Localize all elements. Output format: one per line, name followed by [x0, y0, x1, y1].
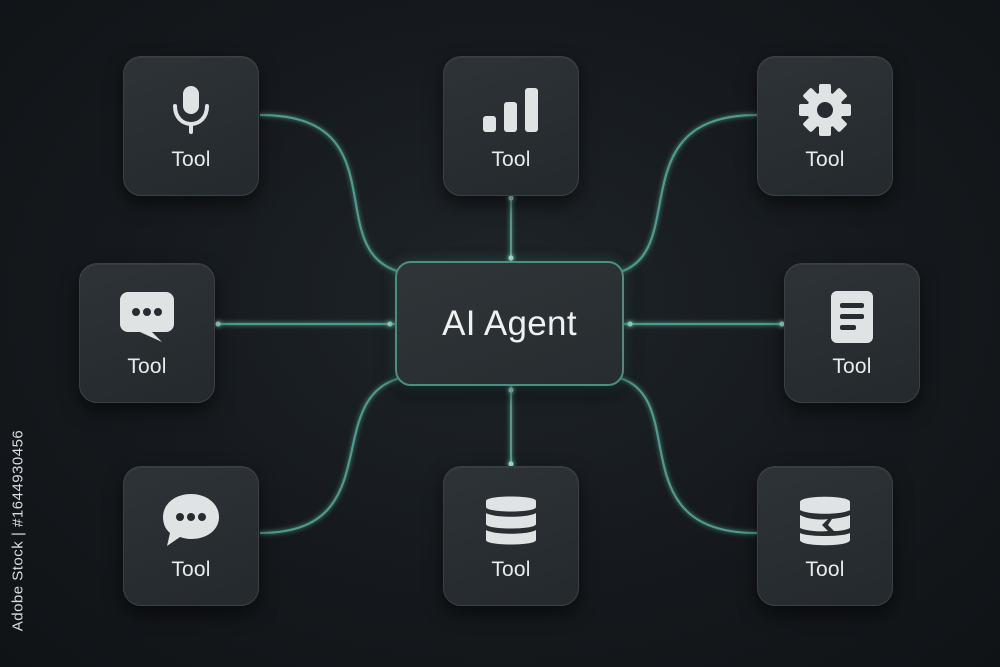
gear-icon [795, 82, 855, 138]
database-icon [795, 492, 855, 548]
connector-bottom-right [619, 376, 758, 535]
tool-label: Tool [171, 148, 211, 171]
tool-label: Tool [491, 148, 531, 171]
connector-dot [387, 321, 393, 327]
tool-label: Tool [491, 558, 531, 581]
connector-dot [215, 321, 221, 327]
microphone-icon [161, 82, 221, 138]
connector-dot [508, 461, 514, 467]
connector-dot [508, 387, 514, 393]
tool-label: Tool [805, 148, 845, 171]
tool-card[interactable]: Tool [443, 56, 579, 196]
stock-watermark: Adobe Stock | #1644930456 [4, 415, 32, 645]
tool-card[interactable]: Tool [784, 263, 920, 403]
tool-card[interactable]: Tool [757, 466, 893, 606]
tool-card[interactable]: Tool [757, 56, 893, 196]
connector-dot [627, 321, 633, 327]
tool-card[interactable]: Tool [123, 466, 259, 606]
document-icon [822, 289, 882, 345]
chat-bubble-icon [117, 289, 177, 345]
tool-label: Tool [805, 558, 845, 581]
tool-card[interactable]: Tool [443, 466, 579, 606]
connector-dot [508, 195, 514, 201]
ai-agent-node[interactable]: AI Agent [395, 261, 624, 386]
connector-dot [508, 255, 514, 261]
database-icon [481, 492, 541, 548]
connector-top-left [259, 113, 401, 274]
ai-agent-label: AI Agent [442, 303, 577, 343]
tool-label: Tool [832, 355, 872, 378]
bar-chart-icon [481, 82, 541, 138]
chat-bubble-icon [161, 492, 221, 548]
tool-label: Tool [171, 558, 211, 581]
connector-top-right [619, 113, 758, 274]
stock-id-text: Adobe Stock | #1644930456 [9, 429, 27, 631]
tool-card[interactable]: Tool [123, 56, 259, 196]
connector-dot [779, 321, 785, 327]
tool-label: Tool [127, 355, 167, 378]
connector-bottom-left [259, 376, 401, 535]
tool-card[interactable]: Tool [79, 263, 215, 403]
